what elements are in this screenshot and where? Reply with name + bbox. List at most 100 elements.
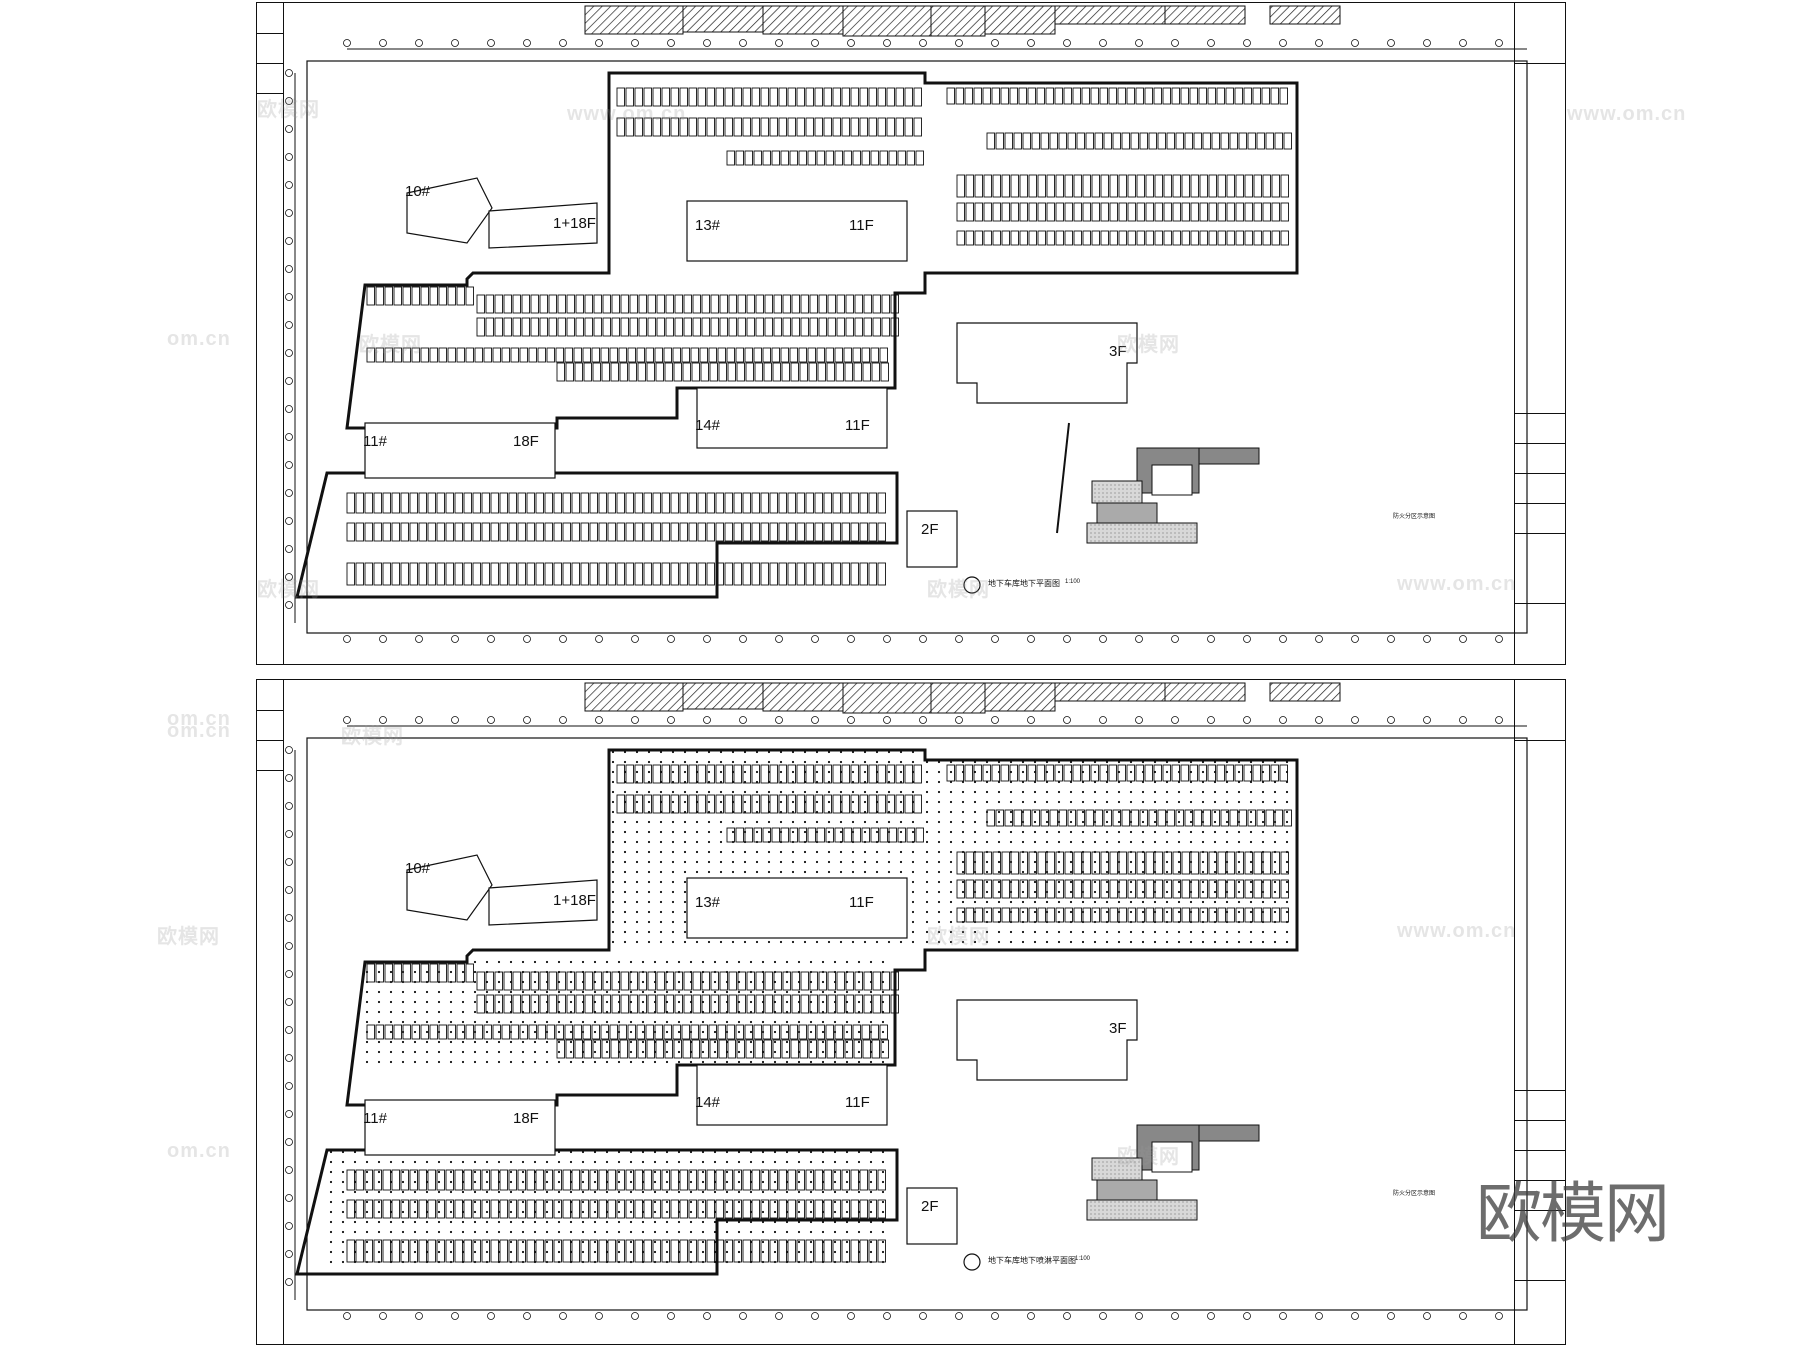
parking-stall: [472, 1199, 481, 1219]
sprinkler-head: [1249, 920, 1253, 924]
sprinkler-head: [749, 1230, 753, 1234]
sprinkler-head: [1249, 780, 1253, 784]
sprinkler-head: [665, 1020, 669, 1024]
sprinkler-head: [713, 1150, 717, 1154]
watermark-brand: 欧模网: [157, 926, 220, 948]
sprinkler-head: [1153, 760, 1157, 764]
sprinkler-head: [713, 990, 717, 994]
sprinkler-head: [659, 760, 663, 764]
parking-stall: [742, 492, 751, 514]
parking-stall: [769, 522, 778, 542]
parking-stall: [843, 827, 852, 843]
sprinkler-head: [899, 840, 903, 844]
sprinkler-head: [1057, 870, 1061, 874]
sprinkler-head: [557, 1250, 561, 1254]
sprinkler-head: [749, 1200, 753, 1204]
sprinkler-head: [827, 860, 831, 864]
parking-stall: [983, 202, 992, 222]
parking-stall: [384, 1024, 393, 1040]
sprinkler-head: [881, 1180, 885, 1184]
sprinkler-head: [425, 970, 429, 974]
sprinkler-head: [1021, 850, 1025, 854]
sprinkler-head: [985, 880, 989, 884]
sprinkler-head: [773, 1060, 777, 1064]
parking-stall: [463, 1169, 472, 1191]
sprinkler-head: [1045, 930, 1049, 934]
sprinkler-head: [653, 1160, 657, 1164]
parking-stall: [814, 764, 823, 784]
sprinkler-head: [1165, 790, 1169, 794]
grid-bubble: [451, 1312, 459, 1320]
sprinkler-head: [761, 1180, 765, 1184]
sprinkler-head: [1033, 800, 1037, 804]
sprinkler-head: [377, 1240, 381, 1244]
parking-stall: [1073, 907, 1082, 923]
sprinkler-head: [659, 910, 663, 914]
sprinkler-head: [791, 810, 795, 814]
parking-stall: [870, 347, 879, 363]
sprinkler-head: [425, 1020, 429, 1024]
sprinkler-head: [815, 940, 819, 944]
sprinkler-head: [1177, 850, 1181, 854]
sprinkler-head: [623, 780, 627, 784]
parking-stall: [391, 562, 400, 586]
sprinkler-head: [647, 920, 651, 924]
sprinkler-head: [353, 1230, 357, 1234]
parking-stall: [1109, 202, 1118, 222]
parking-stall: [645, 1024, 654, 1040]
sprinkler-head: [857, 1230, 861, 1234]
sprinkler-head: [833, 1160, 837, 1164]
parking-stall: [366, 347, 375, 363]
parking-stall: [1247, 809, 1256, 827]
sprinkler-head: [701, 1200, 705, 1204]
sprinkler-head: [437, 1200, 441, 1204]
sprinkler-head: [1153, 790, 1157, 794]
sprinkler-head: [809, 1190, 813, 1194]
grid-bubble: [523, 635, 531, 643]
sprinkler-head: [605, 1200, 609, 1204]
sprinkler-head: [761, 1230, 765, 1234]
sprinkler-head: [1093, 790, 1097, 794]
parking-stall: [634, 1169, 643, 1191]
parking-stall: [629, 971, 638, 991]
parking-stall: [1208, 907, 1217, 923]
sprinkler-head: [647, 880, 651, 884]
sprinkler-head: [749, 970, 753, 974]
sprinkler-head: [881, 1060, 885, 1064]
sprinkler-head: [365, 1210, 369, 1214]
sprinkler-head: [425, 1010, 429, 1014]
parking-stall: [670, 117, 679, 137]
sprinkler-head: [365, 1060, 369, 1064]
parking-stall: [1145, 879, 1154, 899]
parking-stall: [850, 794, 859, 814]
sprinkler-head: [377, 1170, 381, 1174]
sprinkler-head: [1009, 760, 1013, 764]
grid-bubble: [703, 39, 711, 47]
sprinkler-head: [605, 1060, 609, 1064]
parking-stall: [418, 492, 427, 514]
sprinkler-head: [377, 1010, 381, 1014]
sprinkler-head: [617, 1190, 621, 1194]
parking-stall: [992, 202, 1001, 222]
grid-bubble: [285, 237, 293, 245]
sprinkler-head: [1237, 810, 1241, 814]
parking-stall: [535, 1239, 544, 1263]
basement-outline-lower: [295, 471, 899, 599]
parking-stall: [973, 87, 982, 105]
sprinkler-head: [629, 1010, 633, 1014]
parking-stall: [346, 1199, 355, 1219]
parking-stall: [598, 1169, 607, 1191]
sprinkler-head: [821, 980, 825, 984]
sprinkler-head: [485, 970, 489, 974]
sprinkler-head: [1129, 840, 1133, 844]
sprinkler-head: [863, 760, 867, 764]
sprinkler-head: [845, 1260, 849, 1264]
sprinkler-head: [1177, 780, 1181, 784]
sprinkler-head: [1081, 770, 1085, 774]
sprinkler-head: [497, 1160, 501, 1164]
sprinkler-head: [449, 1220, 453, 1224]
sprinkler-head: [593, 1050, 597, 1054]
sprinkler-head: [785, 1260, 789, 1264]
sprinkler-head: [701, 980, 705, 984]
building-label: 3F: [1109, 343, 1127, 360]
